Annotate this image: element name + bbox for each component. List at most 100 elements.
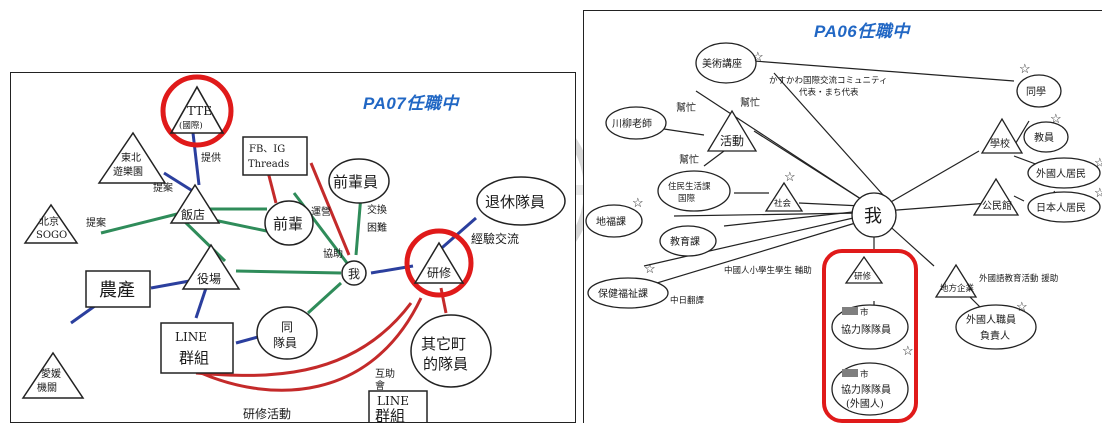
aidao-triangle (21, 351, 85, 399)
yuntong-label: 運營 (311, 205, 331, 218)
zhumin-label: 住民生活課 (668, 181, 711, 192)
redacted-2 (842, 369, 858, 377)
qita-label-1: 其它町 (421, 335, 466, 353)
jiu2-label: 負責人 (980, 329, 1010, 342)
star-green-1: ☆ (752, 50, 764, 65)
jiaoyu-label: 教育課 (670, 235, 700, 248)
daibiao-label: 代表・まち代表 (799, 87, 859, 98)
tte-triangle (169, 85, 225, 134)
qianren-node (328, 158, 390, 204)
tongshi-node (1016, 74, 1062, 108)
meishu-node (695, 42, 757, 84)
star-blue-1: ☆ (1050, 112, 1062, 127)
shi2-label: 市 (860, 369, 869, 380)
zhongri-label: 中日翻譯 (670, 295, 705, 306)
star-green-2: ☆ (1019, 62, 1031, 77)
hubang-label-1: 互助 (375, 367, 395, 380)
tongdui-label-1: 同 (281, 320, 293, 334)
huodong-label: 活動 (720, 134, 744, 148)
bangmang-label-1: 幫忙 (676, 101, 696, 114)
tongdui-node (256, 306, 318, 360)
aidao-label-1: 愛媛 (41, 367, 61, 380)
waiguoren-label: (外國人) (846, 398, 884, 410)
star-pink-2: ☆ (644, 262, 656, 277)
shehui-label: 社会 (774, 198, 792, 209)
tisheng-label-1: 提供 (201, 151, 221, 164)
star-pink-3: ☆ (902, 344, 914, 359)
tongshi-label: 同學 (1026, 85, 1046, 98)
line-group-box (160, 322, 234, 374)
yiju-label: 役場 (197, 271, 221, 286)
meishu-label: 美術講座 (702, 57, 742, 70)
feidian-triangle (169, 183, 221, 224)
tte-label: TTE (187, 104, 212, 118)
yiju-triangle (181, 243, 241, 290)
chanye-label: 農產 (99, 280, 135, 301)
fb-ig-label: FB、IG (249, 144, 285, 155)
left-diagram: TTE (國際) FB、IG Threads 前輩員 退休隊員 東北 遊樂園 飯… (21, 74, 566, 422)
tuixiu-label: 退休隊員 (485, 193, 545, 211)
waiguo-node (1027, 157, 1101, 189)
yanxiu-activity-label: 研修活動 (243, 406, 291, 421)
xieli1-node (831, 304, 909, 350)
sogo-triangle (23, 203, 79, 244)
left-panel-title: PA07任職中 (363, 94, 459, 113)
yanxiu-label-right: 研修 (854, 271, 872, 282)
qianbei-label: 前輩 (273, 215, 303, 233)
yanxiu-highlight-circle (404, 228, 474, 298)
bangmang-label-2: 幫忙 (740, 96, 760, 109)
jingyan-label: 經驗交流 (471, 231, 519, 246)
right-edges (623, 60, 1060, 341)
tisheng-label-3: 提案 (86, 216, 106, 229)
tisheng-label-2: 提案 (153, 181, 173, 194)
dongbei-triangle (97, 131, 167, 184)
gongchang-label: 地方企業 (940, 283, 975, 294)
line-group-label-1: LINE (175, 330, 207, 344)
hubang-label-2: 會 (375, 379, 385, 392)
beijing-label: 北京 (39, 215, 59, 228)
sogo-label: SOGO (36, 230, 67, 241)
xieli2-label: 協力隊隊員 (841, 383, 891, 396)
wai-zhu-label: 外國語教育活動 援助 (979, 273, 1058, 284)
chuanliu-label: 川柳老師 (612, 117, 652, 130)
star-blue-3: ☆ (1094, 186, 1102, 201)
line-group2-label-1: LINE (377, 394, 409, 408)
xieli-highlight-box (822, 249, 918, 423)
line-group-label-2: 群組 (179, 349, 209, 367)
baojian-node (587, 277, 669, 309)
qianren-label: 前輩員 (333, 173, 378, 191)
threads-label: Threads (248, 159, 289, 170)
tte-highlight-circle (160, 74, 234, 148)
yanxiu-label-left: 研修 (427, 265, 451, 280)
gongmin-label: 公民館 (982, 199, 1012, 212)
star-blue-2: ☆ (1094, 156, 1102, 171)
tongdui-label-2: 隊員 (273, 335, 297, 350)
dongbei-label-1: 東北 (121, 151, 141, 164)
jiaoyuan-node (1023, 121, 1069, 153)
wo-label-right: 我 (864, 206, 882, 227)
feidian-label: 飯店 (181, 207, 205, 222)
tte-sub-label: (國際) (179, 120, 203, 131)
jiaoyu-node (659, 225, 717, 257)
xieli1-label: 協力隊隊員 (841, 323, 891, 336)
huodong-triangle (706, 109, 758, 152)
waiguo-label: 外國人居民 (1036, 168, 1086, 180)
wo-node-right (851, 192, 897, 238)
gongchang-triangle (934, 263, 978, 298)
fb-ig-box (242, 136, 308, 176)
riben-node (1027, 191, 1101, 223)
xiezhu-label: 協助 (323, 247, 343, 260)
waiguo-jiu-node (955, 304, 1037, 350)
tuixiu-node (476, 176, 566, 226)
riben-label: 日本人居民 (1036, 201, 1086, 214)
right-diagram: 美術講座 かすかわ国際交流コミュニティ 代表・まち代表 同學 川柳老師 幫忙 幫… (585, 42, 1102, 423)
right-diagram-panel: PA06任職中 美術講座 (583, 10, 1102, 423)
left-diagram-panel: PA07任職中 (10, 72, 576, 423)
guoji-label: 国際 (678, 193, 696, 204)
jiaoliu-label: かすかわ国際交流コミュニティ (769, 75, 888, 86)
star-blue-4: ☆ (784, 170, 796, 185)
kunnan-label: 困難 (367, 221, 387, 234)
xuexiao-label: 學校 (990, 137, 1010, 150)
zhongguoren-label: 中國人小學生學生 輔助 (724, 265, 812, 276)
right-panel-title: PA06任職中 (814, 22, 910, 41)
